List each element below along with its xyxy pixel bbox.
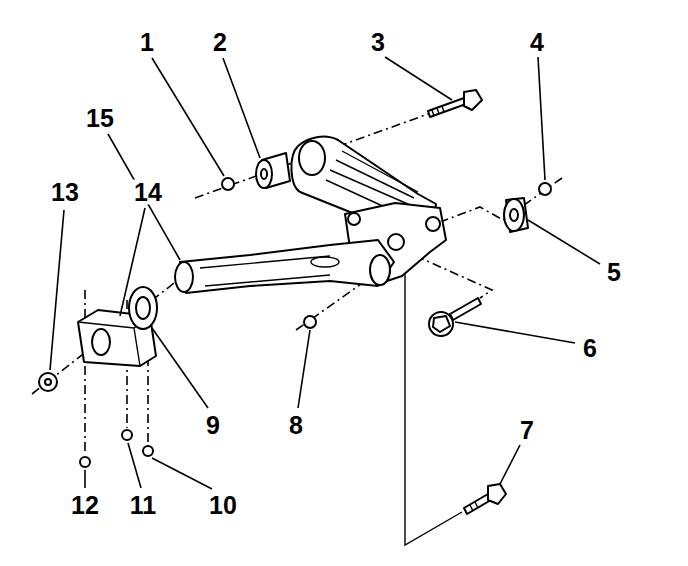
callout-number: 7 bbox=[519, 418, 535, 443]
callout-number: 15 bbox=[85, 106, 115, 131]
callout-number: 2 bbox=[212, 30, 228, 55]
arm-eye bbox=[370, 255, 390, 285]
callout-number: 1 bbox=[139, 30, 155, 55]
leader-line bbox=[50, 210, 64, 370]
callout-number: 12 bbox=[70, 493, 100, 518]
bushing bbox=[256, 160, 272, 188]
leader-line bbox=[500, 445, 520, 484]
bolt-thread bbox=[432, 106, 444, 116]
bushing bbox=[136, 297, 150, 319]
callout-number: 14 bbox=[133, 180, 163, 205]
callout-number: 3 bbox=[370, 30, 386, 55]
leader-line bbox=[223, 58, 260, 158]
leader-line bbox=[152, 328, 208, 408]
bolt-head bbox=[488, 484, 506, 504]
callout-number: 13 bbox=[50, 180, 80, 205]
leader-line bbox=[84, 470, 86, 488]
arm-rib bbox=[200, 256, 330, 286]
leader-line bbox=[108, 134, 180, 260]
arm-slot bbox=[311, 257, 339, 267]
bolt bbox=[450, 298, 481, 320]
callout-number: 8 bbox=[288, 413, 304, 438]
leader-line bbox=[538, 57, 545, 180]
bolt-head bbox=[433, 316, 450, 332]
leader-line bbox=[152, 458, 212, 489]
bolt-axis bbox=[440, 178, 562, 222]
nut bbox=[45, 379, 51, 385]
bushing bbox=[504, 199, 524, 231]
bolt bbox=[464, 494, 491, 514]
bracket-hole bbox=[388, 234, 404, 250]
arm-eye bbox=[175, 262, 193, 292]
leader-line bbox=[120, 208, 145, 316]
bolt-head bbox=[429, 312, 453, 336]
bracket-hole bbox=[426, 217, 440, 231]
callout-number: 5 bbox=[606, 260, 622, 285]
lower-arm bbox=[180, 240, 394, 293]
callout-number: 10 bbox=[208, 493, 238, 518]
bracket-sleeve bbox=[92, 329, 110, 355]
bolt-axis bbox=[405, 252, 462, 545]
bushing bbox=[129, 287, 157, 329]
bolt-axis bbox=[32, 280, 178, 394]
leader-line bbox=[455, 322, 575, 343]
callout-number: 6 bbox=[582, 336, 598, 361]
nut bbox=[39, 373, 57, 391]
leader-line bbox=[528, 220, 600, 264]
bolt-head bbox=[464, 90, 482, 110]
arm-eye bbox=[299, 141, 325, 175]
bracket-hole bbox=[348, 213, 360, 225]
bolt-head bbox=[80, 457, 90, 467]
nut bbox=[222, 178, 234, 190]
bolt-axis bbox=[84, 290, 86, 455]
leader-line bbox=[298, 330, 310, 408]
bushing bbox=[261, 169, 267, 179]
bolt-thread bbox=[470, 502, 478, 511]
callout-number: 9 bbox=[205, 413, 221, 438]
leader-line bbox=[152, 58, 224, 176]
bolt-head bbox=[122, 430, 132, 440]
callout-number: 4 bbox=[529, 30, 545, 55]
callout-number: 11 bbox=[129, 493, 157, 518]
bolt-head bbox=[143, 446, 153, 456]
leader-line bbox=[128, 443, 141, 488]
bushing bbox=[510, 209, 518, 221]
nut bbox=[539, 183, 551, 195]
leader-line bbox=[385, 57, 452, 100]
nut bbox=[304, 316, 316, 328]
bolt bbox=[428, 98, 466, 117]
